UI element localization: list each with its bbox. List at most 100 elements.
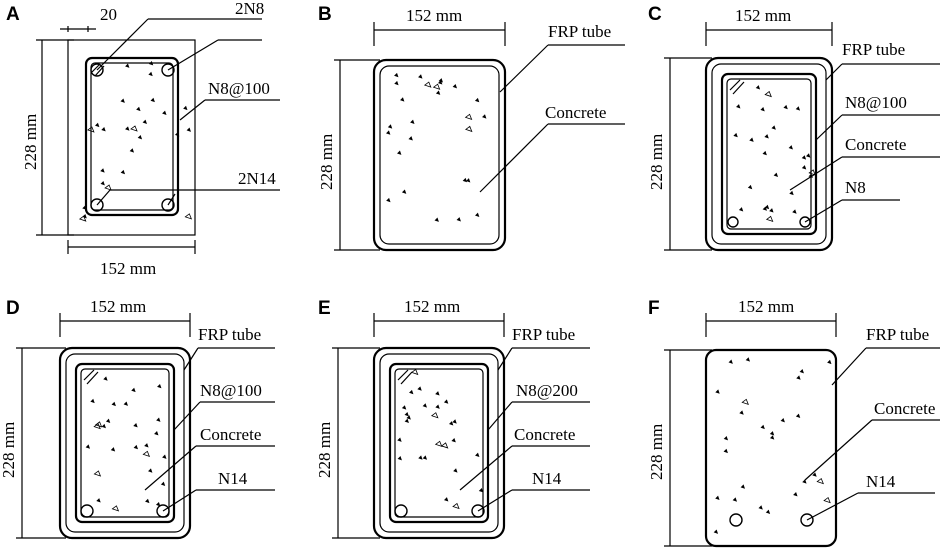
height-dimension: 228 mm [0,422,18,478]
aggregate-mark [145,498,150,504]
panel-letter-f: F [648,298,660,319]
aggregate-mark [440,442,449,449]
aggregate-mark [417,386,422,391]
aggregate-mark [451,438,456,443]
aggregate-mark [464,125,473,133]
concrete-section [67,39,196,236]
label-frp-tube: FRP tube [548,22,611,41]
stirrup [720,72,818,236]
aggregate-mark [740,484,745,489]
aggregate-mark [137,134,143,140]
aggregate-mark [762,150,767,156]
stirrup [74,362,176,524]
height-dimension: 228 mm [315,422,334,478]
aggregate-mark [131,387,136,393]
aggregate-mark [148,71,153,77]
aggregate-mark [765,509,771,514]
aggregate-mark [435,404,440,409]
aggregate-mark [111,401,116,407]
aggregate-mark [155,501,161,507]
aggregate-mark [400,97,405,102]
aggregate-mark [808,169,816,176]
aggregate-mark [157,383,162,389]
aggregate-mark [162,454,167,459]
aggregate-mark [435,90,441,95]
frp-tube-outer [372,58,507,252]
aggregate-mark [103,376,108,381]
label-frp-tube: FRP tube [198,325,261,344]
width-dimension: 152 mm [100,259,156,278]
stirrup [84,56,180,217]
aggregate-mark [397,456,402,461]
aggregate-mark [183,105,188,111]
aggregate-mark [401,189,407,194]
aggregate-mark [101,423,106,429]
aggregate-mark [162,110,167,115]
aggregate-mark [434,217,439,222]
aggregate-mark [793,492,798,497]
aggregate-mark [397,437,402,442]
aggregate-mark [125,63,130,68]
label-stirrup: N8@100 [208,79,270,98]
aggregate-mark [780,417,785,423]
aggregate-mark [755,85,761,90]
aggregate-mark [85,444,91,449]
width-dimension: 152 mm [404,297,460,316]
aggregate-mark [816,477,824,485]
aggregate-mark [758,505,763,510]
aggregate-mark [773,172,779,177]
aggregate-mark [129,148,135,153]
label-bars: N8 [845,178,866,197]
aggregate-mark [801,155,807,160]
aggregate-mark [745,357,750,362]
aggregate-mark [474,97,480,103]
aggregate-mark [82,213,87,219]
frp-tube-outer [704,56,834,252]
aggregate-mark [90,398,95,404]
aggregate-mark [386,130,391,135]
aggregate-mark [394,72,399,78]
aggregate-mark [769,435,775,440]
aggregate-mark [404,418,409,424]
aggregate-mark [728,359,733,364]
panel-letter-b: B [318,4,332,25]
aggregate-mark [789,190,794,196]
aggregate-mark [174,131,180,137]
aggregate-speckles [78,61,832,534]
aggregate-mark [409,389,414,395]
aggregate-mark [448,421,454,426]
aggregate-mark [771,125,776,130]
aggregate-mark [478,488,484,493]
height-dimension: 228 mm [647,424,666,480]
aggregate-mark [452,83,458,89]
aggregate-mark [723,448,728,454]
aggregate-mark [452,502,460,510]
aggregate-mark [764,134,769,139]
aggregate-mark [739,410,744,415]
aggregate-mark [148,61,154,66]
aggregate-mark [808,173,813,178]
width-dimension: 152 mm [406,6,462,25]
aggregate-mark [154,431,159,436]
stirrup [388,362,490,524]
panel-f: F 152 mm 228 mm FRP tube Concrete N14 [647,297,940,548]
label-bottom-bars: 2N14 [238,169,276,188]
panel-c: C 152 mm 228 mm FRP tube N8@100 Concrete… [647,4,940,252]
aggregate-mark [110,447,116,452]
aggregate-mark [82,205,87,210]
aggregate-mark [806,153,811,158]
top-bar-left [90,63,104,77]
bar-left [80,504,94,518]
aggregate-mark [760,107,765,112]
frp-tube-inner [379,353,499,533]
aggregate-mark [387,124,393,129]
aggregate-mark [802,479,807,484]
aggregate-mark [95,122,100,128]
bar-right [471,504,485,518]
aggregate-mark [133,423,138,428]
aggregate-mark [741,398,749,405]
aggregate-mark [765,215,774,223]
aggregate-mark [792,209,797,214]
width-dimension: 152 mm [90,297,146,316]
